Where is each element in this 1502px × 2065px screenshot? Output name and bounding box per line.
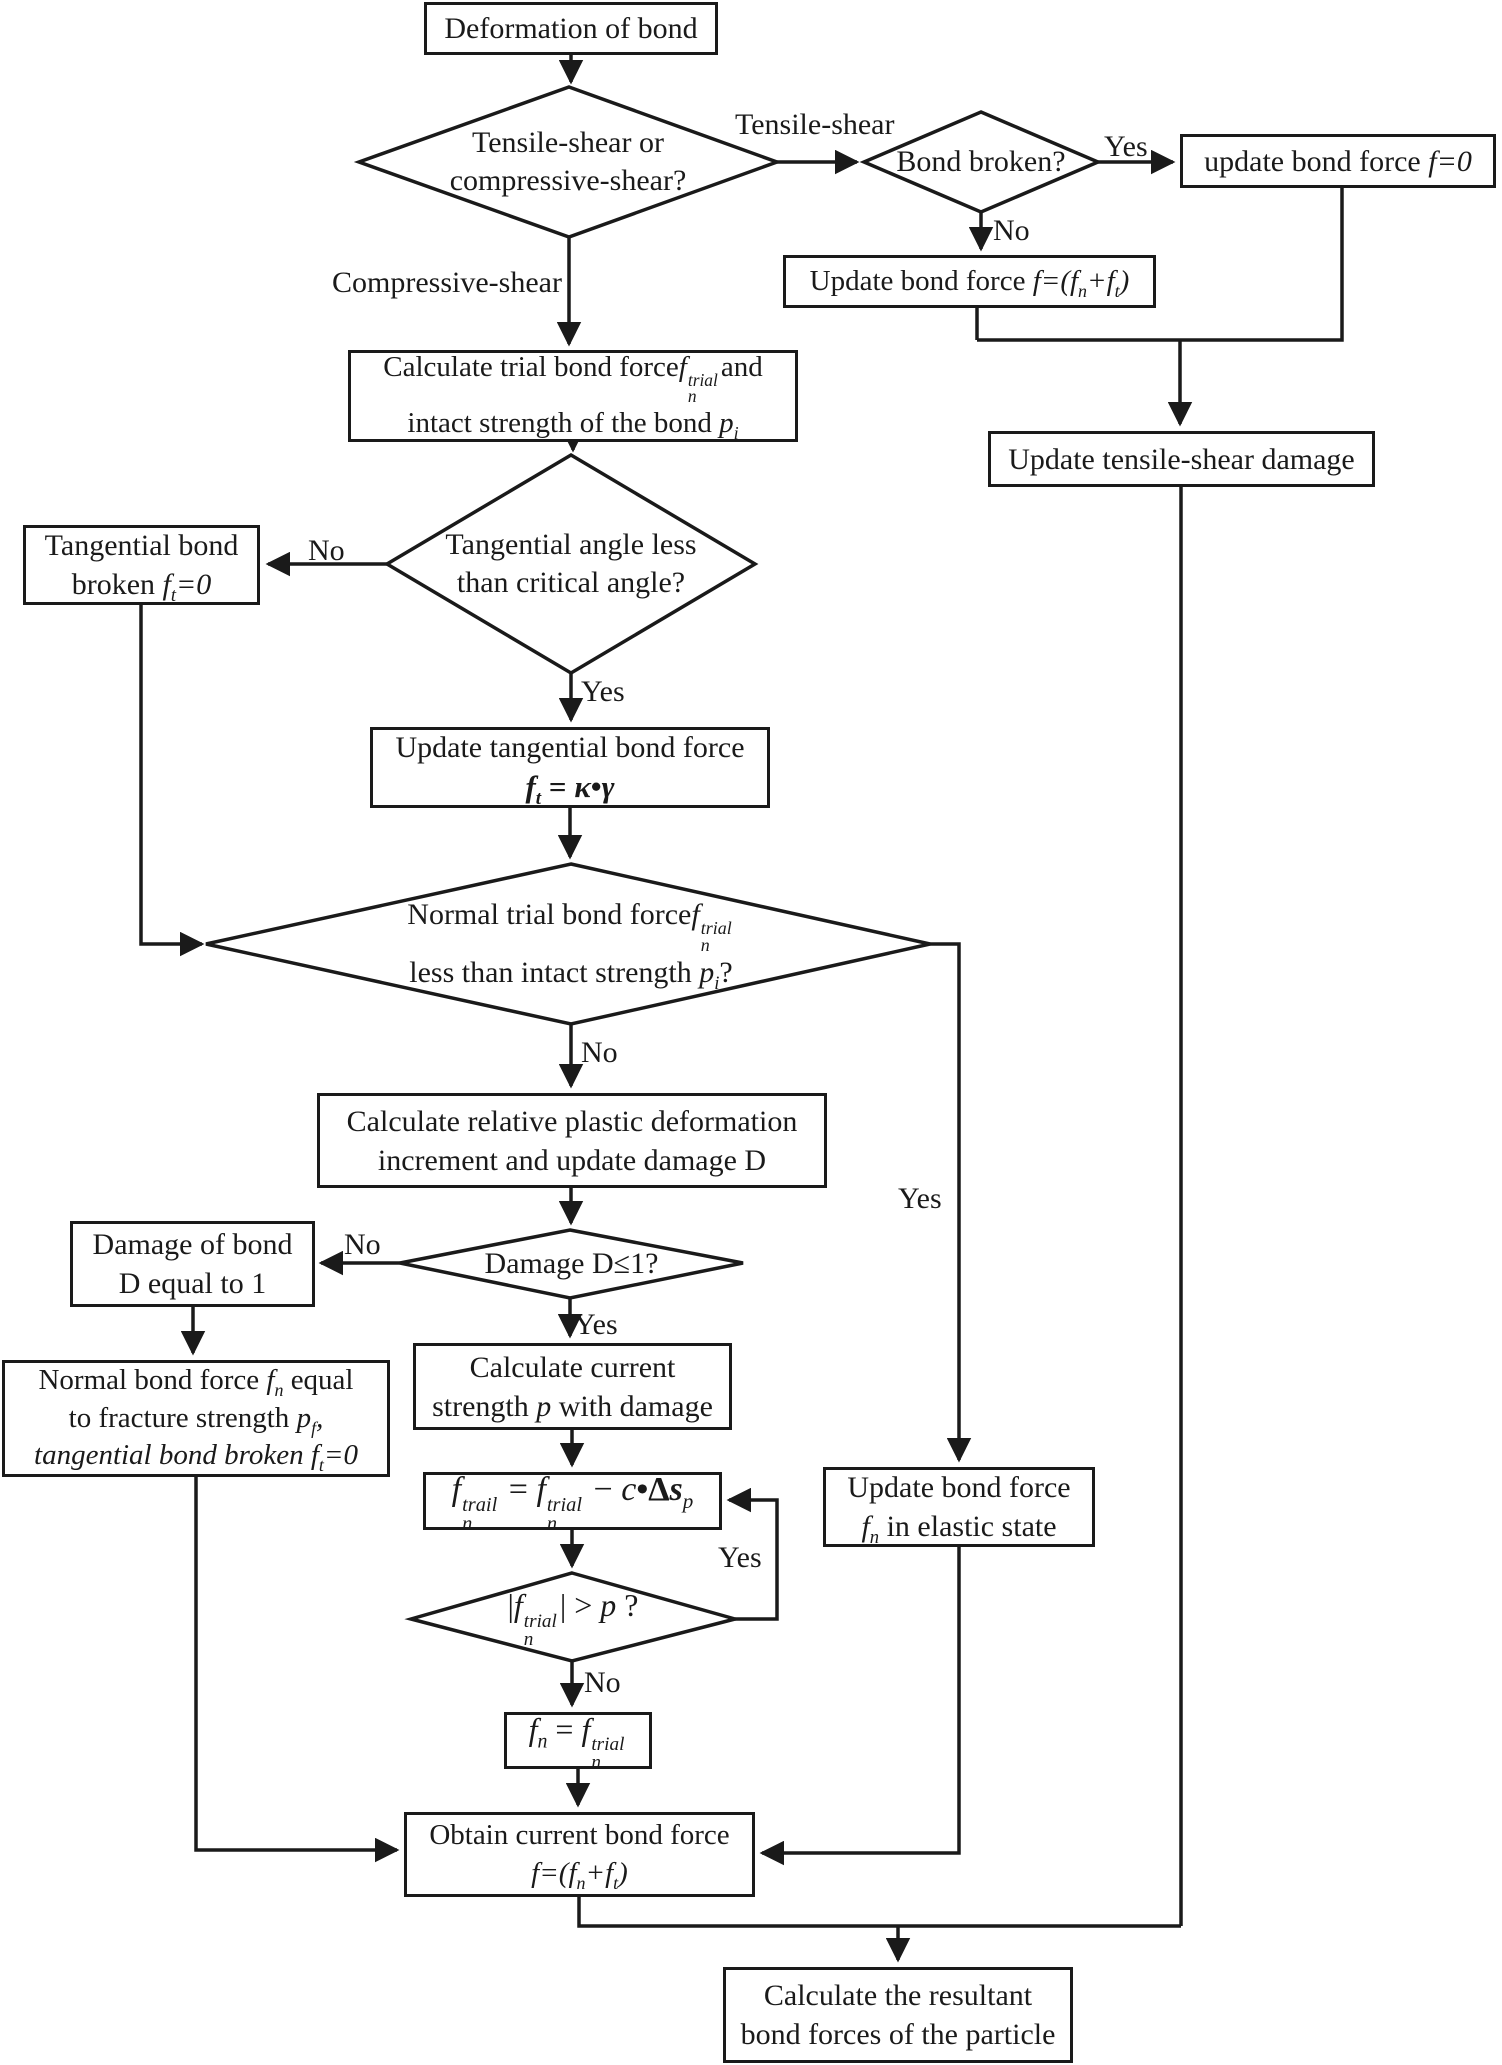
process-update-bond-force-zero: update bond force f=0 <box>1180 134 1496 188</box>
process-calc-plastic-line1: Calculate relative plastic deformation <box>346 1104 798 1138</box>
process-calc-resultant-line1: Calculate the resultant <box>763 1979 1033 2012</box>
edge-label-yes-tangential: Yes <box>581 675 625 708</box>
decision-abs-trial-gt-p-shape <box>404 1571 742 1663</box>
process-update-fn-elastic: Update bond force fn in elastic state <box>823 1467 1095 1547</box>
decision-bond-broken-shape <box>859 110 1103 214</box>
edge-normal-fracture-to-obtain <box>194 1477 400 1863</box>
process-calc-resultant-forces: Calculate the resultant bond forces of t… <box>723 1967 1073 2063</box>
process-obtain-current-bond-force: Obtain current bond force f=(fn+ft) <box>404 1812 755 1897</box>
decision-damage-le1-shape <box>399 1228 744 1300</box>
process-damage-equal-one-line2: D equal to 1 <box>118 1267 267 1300</box>
process-tangential-bond-broken-line2: broken ft=0 <box>71 568 212 606</box>
process-deformation-of-bond: Deformation of bond <box>424 2 718 55</box>
decision-tangential-angle-shape <box>383 452 759 676</box>
edge-label-yes-bond-broken: Yes <box>1104 130 1148 163</box>
edge-label-yes-normal-trial: Yes <box>898 1182 942 1215</box>
edge-obtain-to-bottom-junction <box>577 1897 1181 1928</box>
process-obtain-line2: f=(fn+ft) <box>531 1856 628 1893</box>
process-tangential-bond-broken: Tangential bond broken ft=0 <box>23 525 260 605</box>
process-calc-current-strength-line2: strength p with damage <box>432 1389 713 1423</box>
process-calc-current-strength-line1: Calculate current <box>469 1350 676 1384</box>
edge-label-tensile-shear: Tensile-shear <box>735 108 895 141</box>
process-update-bond-force-zero-text: update bond force f=0 <box>1204 144 1472 178</box>
process-calc-trial-line2: intact strength of the bond pi <box>407 406 739 443</box>
process-obtain-line1: Obtain current bond force <box>429 1818 730 1851</box>
process-update-tensile-shear-damage-text: Update tensile-shear damage <box>1008 442 1355 476</box>
decision-normal-trial-shape <box>205 862 931 1026</box>
process-tangential-bond-broken-line1: Tangential bond <box>44 529 239 562</box>
process-normal-force-fracture-line1: Normal bond force fn equal <box>38 1363 354 1400</box>
edge-label-yes-damage: Yes <box>574 1308 618 1341</box>
process-update-tangential-bond-force: Update tangential bond force ft = κ•γ <box>370 727 770 808</box>
process-update-tangential-line1: Update tangential bond force <box>395 730 745 764</box>
edge-label-no-bond-broken: No <box>993 214 1030 247</box>
process-update-tangential-line2: ft = κ•γ <box>525 768 615 810</box>
edge-d6-yes-loop <box>726 1487 779 1621</box>
process-update-tensile-shear-damage: Update tensile-shear damage <box>988 431 1375 487</box>
process-calc-plastic-line2: increment and update damage D <box>377 1143 767 1177</box>
process-update-fn-elastic-line1: Update bond force <box>847 1471 1071 1504</box>
edge-elastic-to-obtain <box>759 1547 961 1866</box>
process-calc-resultant-line2: bond forces of the particle <box>740 2018 1056 2051</box>
edge-tang-broken-to-d4 <box>139 605 205 957</box>
process-calc-current-strength: Calculate current strength p with damage <box>413 1343 732 1430</box>
edge-label-no-abs-check: No <box>584 1666 621 1699</box>
decision-shear-type-shape <box>353 85 783 239</box>
process-normal-force-fracture: Normal bond force fn equal to fracture s… <box>2 1360 390 1477</box>
process-update-fn-elastic-line2: fn in elastic state <box>861 1510 1057 1548</box>
edge-label-no-normal-trial: No <box>581 1036 618 1069</box>
process-calc-plastic-deformation: Calculate relative plastic deformation i… <box>317 1093 827 1188</box>
edge-d4-yes-to-elastic <box>930 942 972 1463</box>
edge-label-no-tangential: No <box>308 534 345 567</box>
process-update-bond-force-fnft-text: Update bond force f=(fn+ft) <box>809 264 1130 301</box>
process-damage-equal-one: Damage of bond D equal to 1 <box>70 1221 315 1307</box>
process-normal-force-fracture-line3: tangential bond broken ft=0 <box>34 1439 358 1476</box>
process-normal-force-fracture-line2: to fracture strength pf, <box>68 1401 324 1438</box>
edge-merge-to-ts-damage-trunk <box>975 188 1344 342</box>
edge-label-compressive-shear: Compressive-shear <box>332 266 562 299</box>
process-deformation-of-bond-text: Deformation of bond <box>444 12 698 45</box>
process-damage-equal-one-line1: Damage of bond <box>92 1228 293 1261</box>
edge-label-yes-abs-check: Yes <box>718 1541 762 1574</box>
edge-label-no-damage: No <box>344 1228 381 1261</box>
process-update-bond-force-fnft: Update bond force f=(fn+ft) <box>783 255 1156 308</box>
